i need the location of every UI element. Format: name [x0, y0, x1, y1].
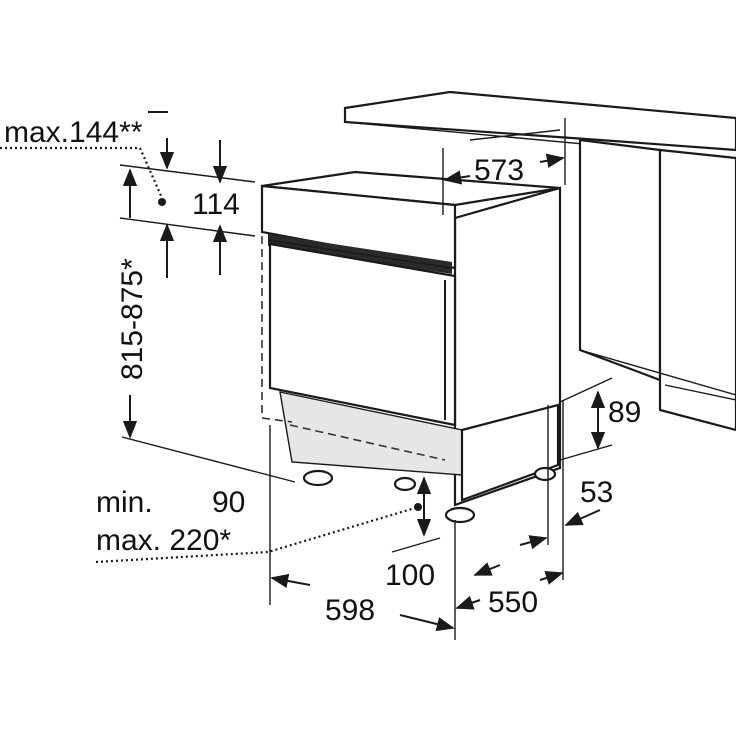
dim-max-144: [0, 111, 256, 278]
dim-height: [121, 168, 296, 483]
label-max-220: max. 220*: [96, 524, 231, 557]
label-550: 550: [488, 586, 538, 619]
label-100: 100: [385, 559, 435, 592]
countertop: [343, 90, 736, 159]
dim-573: [442, 118, 566, 215]
label-598: 598: [325, 594, 375, 627]
dim-550: [455, 571, 564, 610]
label-53: 53: [580, 476, 613, 509]
dim-89: [559, 377, 613, 461]
label-573: 573: [474, 154, 524, 187]
label-min-value: 90: [212, 486, 245, 519]
label-min: min.: [96, 486, 153, 519]
dim-plinth-min-max: [95, 476, 432, 564]
dim-53: [519, 400, 601, 580]
label-114: 114: [192, 188, 240, 221]
label-89: 89: [608, 396, 641, 429]
label-height-range: 815-875*: [116, 258, 149, 380]
label-max-144: max.144**: [4, 116, 143, 149]
side-cabinet: [578, 138, 736, 432]
dim-100: [391, 537, 501, 576]
dishwasher-body: [260, 170, 562, 524]
dim-598: [269, 425, 456, 640]
